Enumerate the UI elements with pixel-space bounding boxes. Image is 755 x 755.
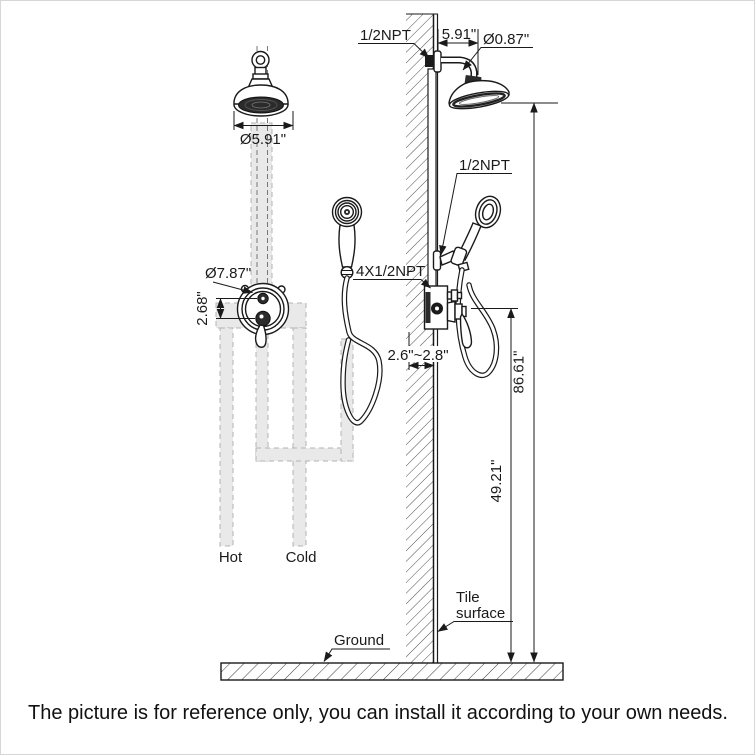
overhead-shower-side (448, 79, 510, 110)
label-tile-line1: Tile (456, 589, 480, 606)
label-cold: Cold (286, 549, 317, 566)
dim-arm-length: 5.91" (437, 26, 479, 75)
dim-rough-in-depth: 2.6"~2.8" (387, 332, 450, 370)
leader-arm-npt: 1/2NPT (358, 27, 430, 59)
ground-slab (220, 662, 564, 681)
label-arm-npt: 1/2NPT (360, 27, 411, 44)
dim-valve-port-offset: 2.68" (194, 291, 257, 326)
handheld-supply-pipe (255, 327, 354, 462)
label-hand-npt: 1/2NPT (459, 157, 510, 174)
caption-text: The picture is for reference only, you c… (28, 702, 728, 724)
dim-overhead-diameter: Ø5.91" (233, 111, 294, 148)
mixer-valve-side (423, 285, 473, 349)
leader-valve-connections: 4X1/2NPT (353, 263, 431, 289)
supply-pipe-hot (219, 327, 234, 547)
label-valve-height: 49.21" (488, 460, 505, 503)
label-hot: Hot (219, 549, 243, 566)
label-overhead-diameter: Ø5.91" (240, 131, 286, 148)
label-valve-connections: 4X1/2NPT (356, 263, 425, 280)
overhead-shower-front (233, 50, 289, 117)
label-arm-diameter: Ø0.87" (483, 31, 529, 48)
handheld-shower-front (331, 196, 363, 280)
label-ground: Ground (334, 632, 384, 649)
label-overhead-height: 86.61" (511, 351, 528, 394)
label-valve-diameter: Ø7.87" (205, 265, 251, 282)
handle-hub (255, 310, 271, 327)
dim-overhead-height: 86.61" (501, 102, 558, 663)
wall-section (406, 13, 439, 663)
leader-hand-npt: 1/2NPT (439, 157, 512, 256)
label-arm-length: 5.91" (442, 26, 477, 43)
handheld-shower-side (450, 195, 502, 273)
leader-valve-diameter: Ø7.87" (205, 265, 253, 294)
valve-handle-front (254, 324, 267, 348)
mixer-valve-front (236, 282, 290, 348)
leader-ground: Ground (323, 632, 390, 662)
leader-arm-diameter: Ø0.87" (462, 31, 533, 71)
valve-handle-side (459, 312, 473, 349)
supply-pipe-cold (292, 327, 307, 547)
handheld-hose-side (455, 267, 500, 379)
label-rough-in-depth: 2.6"~2.8" (387, 347, 448, 364)
label-valve-port-offset: 2.68" (194, 291, 211, 326)
holder-clamp (450, 246, 468, 267)
dim-valve-height: 49.21" (471, 308, 518, 663)
leader-tile-surface: Tile surface (437, 589, 513, 632)
label-tile-line2: surface (456, 605, 505, 622)
handheld-hose-front (340, 275, 383, 426)
